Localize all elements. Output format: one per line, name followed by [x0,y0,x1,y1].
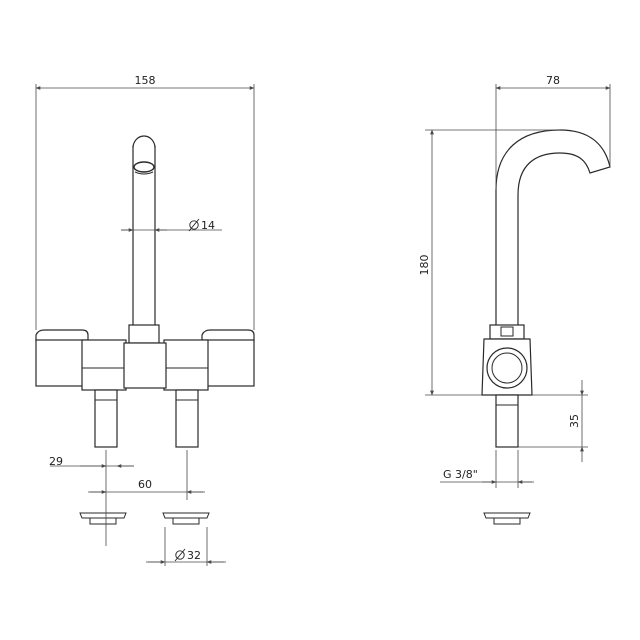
inlet-offset-value: 29 [49,455,63,468]
gooseneck-spout [495,129,611,331]
side-view [481,129,611,525]
thread-dimension: G 3/8" [440,450,534,488]
spout-tube [132,135,156,329]
front-width-dimension: 158 [35,74,255,330]
inlet-spacing-value: 60 [138,478,152,491]
left-handle [35,329,127,391]
right-handle [163,329,255,391]
inlet-offset-dimension: 29 [49,450,134,470]
pipe-diameter-dimension: 14 [121,218,222,232]
inlet-spacing-dimension: 60 [88,450,205,546]
base-diameter-value: 32 [187,549,201,562]
right-base-washer [162,512,210,525]
spout-outlet [133,161,155,173]
height-dimension: 180 [418,129,560,396]
left-base-washer [79,512,127,525]
front-width-value: 158 [135,74,156,87]
base-diameter-dimension: 32 [146,527,226,566]
left-shank [94,389,118,448]
side-base-washer [483,512,531,525]
right-shank [175,389,199,448]
pipe-diameter-value: 14 [201,219,215,232]
thread-value: G 3/8" [443,468,478,481]
center-body [123,342,167,389]
side-shank [495,394,519,448]
side-width-dimension: 78 [495,74,611,190]
diameter-icon [174,548,186,562]
diameter-icon [188,218,200,232]
side-body [481,338,533,396]
spout-collar [128,324,160,344]
height-value: 180 [418,255,431,276]
shank-length-dimension: 35 [518,380,588,462]
side-width-value: 78 [546,74,560,87]
front-view [35,135,255,525]
shank-length-value: 35 [568,414,581,428]
